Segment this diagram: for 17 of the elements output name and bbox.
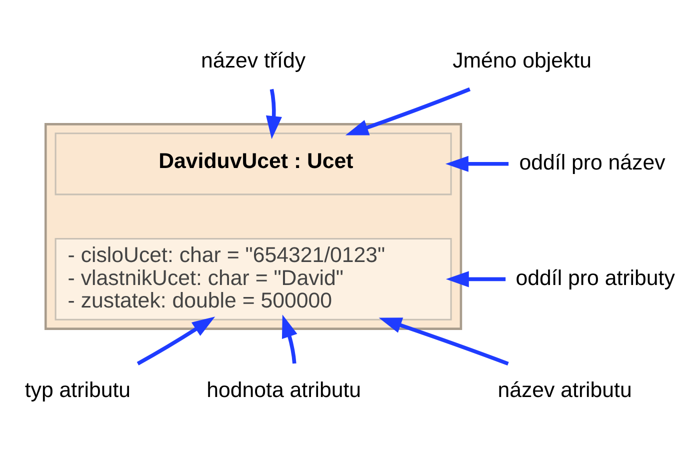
arrow bbox=[378, 317, 509, 366]
node-text: Jméno objektu bbox=[452, 48, 592, 72]
node-box: - cisloUcet: char = "654321/0123" - vlastnikUcet: char = "David" - zustatek: double = 500000 bbox=[54, 237, 452, 320]
arrow bbox=[345, 86, 471, 135]
arrow bbox=[282, 314, 298, 364]
node-text: oddíl pro atributy bbox=[516, 265, 675, 290]
node-text: hodnota atributu bbox=[206, 378, 362, 402]
arrow bbox=[266, 88, 282, 139]
arrow bbox=[446, 270, 506, 287]
cluster bbox=[44, 122, 462, 330]
node-text: název třídy bbox=[201, 48, 306, 72]
node-text: oddíl pro název bbox=[519, 150, 666, 174]
arrow bbox=[136, 316, 216, 365]
arrow bbox=[445, 155, 509, 172]
node-box: DaviduvUcet : Ucet bbox=[54, 132, 452, 195]
node-text: typ atributu bbox=[24, 378, 131, 402]
node-text: název atributu bbox=[498, 378, 632, 402]
